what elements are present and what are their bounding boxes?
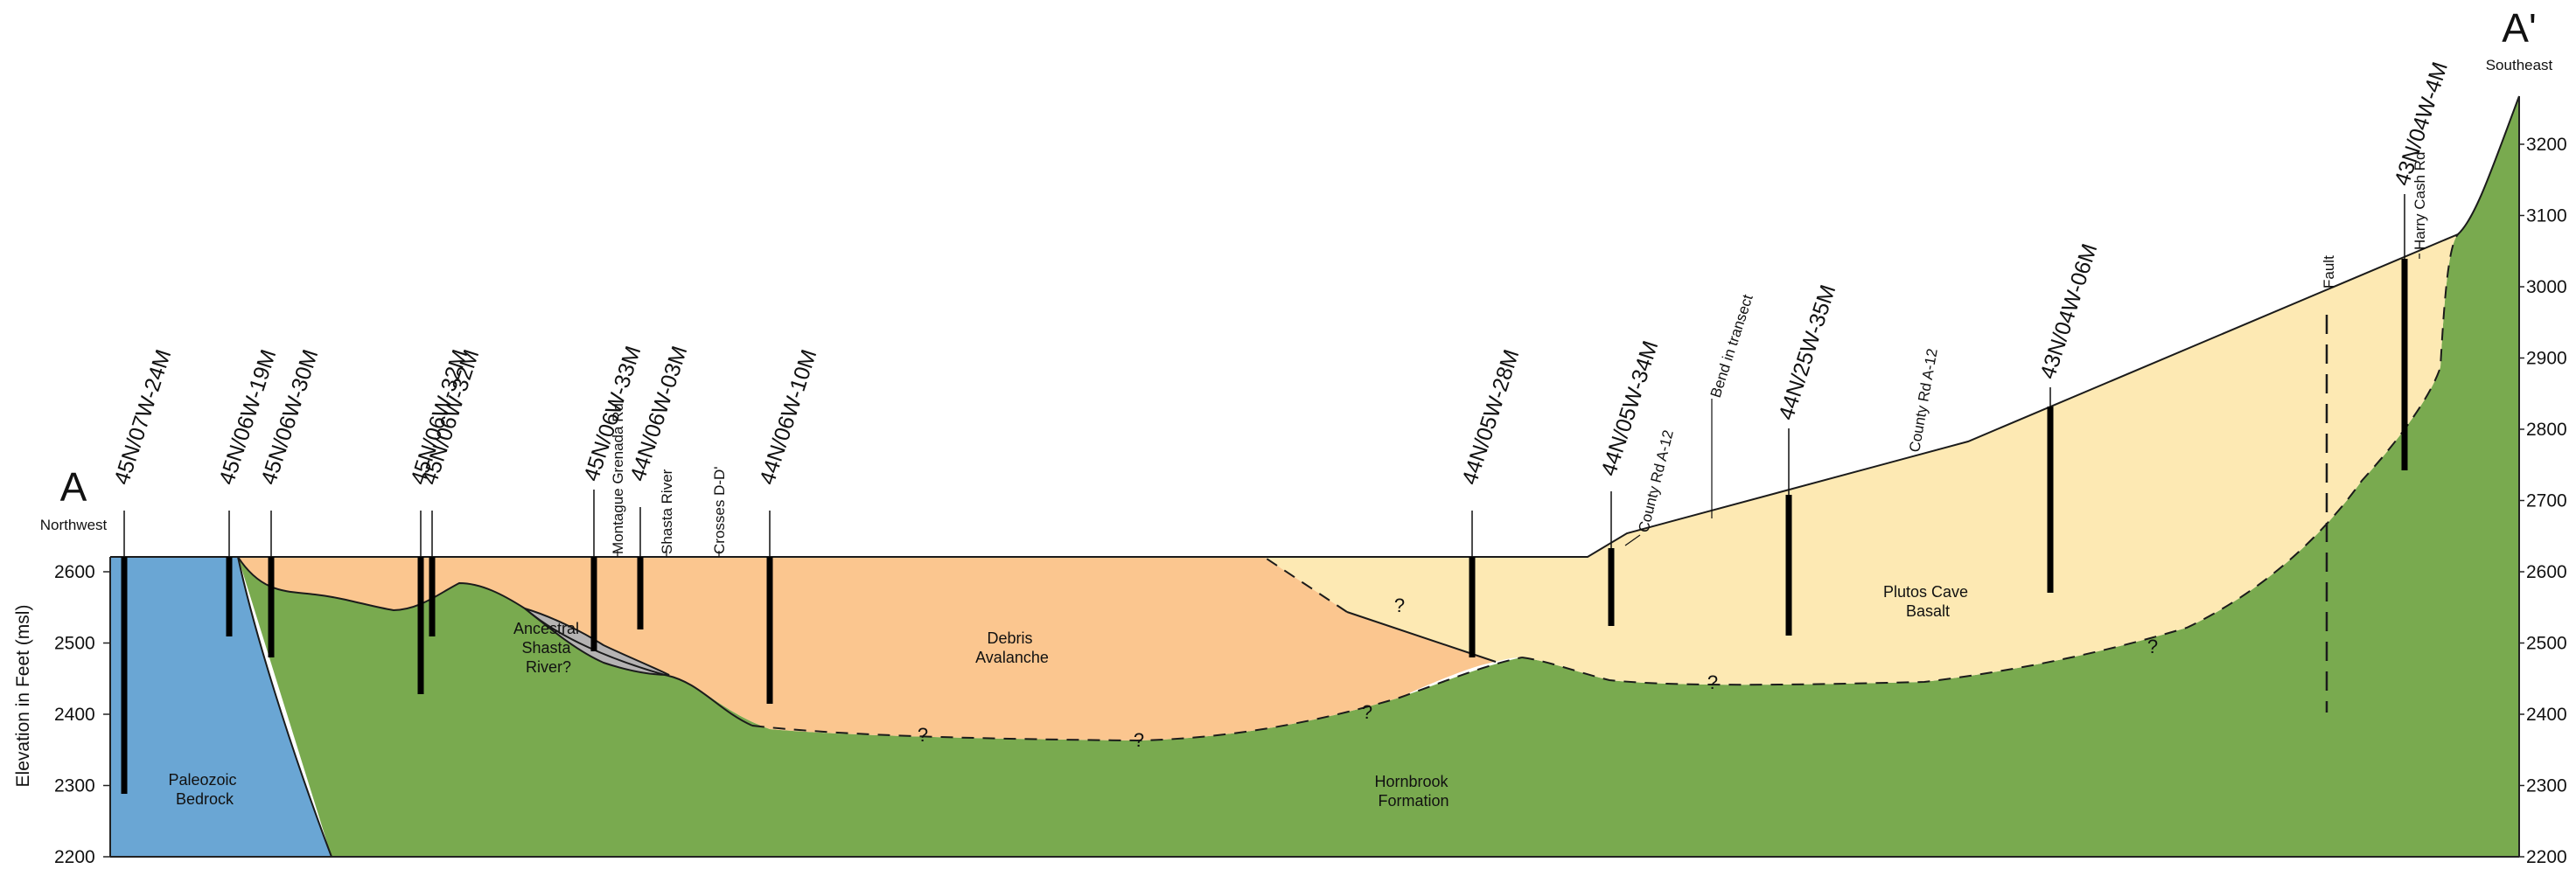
feature-county-rd-a12-2: County Rd A-12 [1906,347,1941,453]
debris-avalanche-unit [238,557,1496,740]
axes: 2200 2300 2400 2500 2600 2200 2300 2400 2500 260… [13,96,2567,867]
well-label: 44N/05W-28M [1457,346,1524,488]
uncertain-contact-marker: ? [1362,701,1372,723]
hornbrook-formation-label: Hornbrook Formation [1374,773,1452,810]
hornbrook-formation-unit [238,96,2519,857]
debris-base-dashed-line [751,657,1523,742]
unit-labels: Paleozoic Bedrock Ancestral Shasta River… [168,583,1972,810]
feature-label: Crosses D-D' [711,466,728,554]
uncertain-contact-markers: ? ? ? ? ? ? [918,594,2158,751]
y-tick-label: 3100 [2526,206,2567,226]
section-ends: A Northwest A' Southeast [40,5,2553,533]
well-label: 43N/04W-06M [2035,240,2102,382]
river-outline [524,608,670,676]
y-tick-label: 2600 [54,562,95,582]
feature-label: Shasta River [659,469,675,554]
y-tick-label: 2400 [2526,705,2567,725]
well-label: 45N/07W-24M [109,346,176,488]
well-label: 44N/06W-10M [755,346,821,488]
y-tick-label: 3000 [2526,277,2567,297]
section-start-direction: Northwest [40,517,108,533]
feature-crosses-d-d: Crosses D-D' [711,466,728,557]
uncertain-contact-marker: ? [1394,594,1405,616]
section-end-direction: Southeast [2486,57,2553,73]
geologic-units [110,96,2519,857]
uncertain-contact-marker: ? [2147,636,2158,657]
uncertain-contact-marker: ? [918,724,928,746]
debris-avalanche-label: Debris Avalanche [975,629,1049,666]
feature-label: Montague Grenada Rd [610,403,626,554]
section-start-letter: A [60,464,87,510]
left-tick-labels: 2200 2300 2400 2500 2600 [54,562,110,867]
feature-label: Fault [2321,255,2337,289]
plutos-cave-basalt-unit [1264,234,2458,685]
y-tick-label: 2200 [54,847,95,867]
y-tick-label: 2500 [2526,634,2567,654]
well-label: 44N/25W-35M [1774,282,1840,423]
y-tick-label: 2600 [2526,562,2567,582]
y-tick-label: 2800 [2526,420,2567,440]
feature-label: County Rd A-12 [1635,428,1676,534]
feature-label: County Rd A-12 [1906,347,1941,453]
feature-montague-grenada-rd: Montague Grenada Rd [610,403,626,557]
y-tick-label: 3200 [2526,135,2567,155]
basalt-debris-dashed-line [1263,556,1348,613]
y-tick-label: 2200 [2526,847,2567,867]
uncertain-contact-marker: ? [1134,729,1144,751]
uncertain-contact-marker: ? [1707,671,1718,693]
feature-bend-in-transect: Bend in transect [1707,292,1756,518]
basalt-base-dashed-line [1521,233,2459,686]
y-tick-label: 2500 [54,634,95,654]
y-tick-label: 2300 [2526,776,2567,796]
bedrock-contact-line [237,556,332,858]
section-end-letter: A' [2502,5,2536,51]
ancestral-shasta-river-label: Ancestral Shasta River? [513,620,583,676]
land-surface-line [110,95,2520,558]
contacts [110,95,2520,858]
right-tick-labels: 2200 2300 2400 2500 2600 2700 2800 2900 3000 3100… [2519,135,2567,867]
y-tick-label: 2900 [2526,349,2567,369]
feature-label: Bend in transect [1707,292,1756,400]
paleozoic-bedrock-label: Paleozoic Bedrock [168,771,241,808]
y-tick-label: 2300 [54,776,95,796]
feature-shasta-river: Shasta River [659,469,675,557]
y-tick-label: 2700 [2526,491,2567,511]
feature-label: Harry Cash Rd [2412,152,2428,250]
y-axis-title: Elevation in Feet (msl) [13,605,33,788]
paleozoic-bedrock-unit [110,557,332,857]
feature-harry-cash-rd: Harry Cash Rd [2412,152,2428,259]
plutos-cave-basalt-label: Plutos Cave Basalt [1883,583,1972,620]
y-tick-label: 2400 [54,705,95,725]
feature-fault: Fault [2321,255,2337,289]
